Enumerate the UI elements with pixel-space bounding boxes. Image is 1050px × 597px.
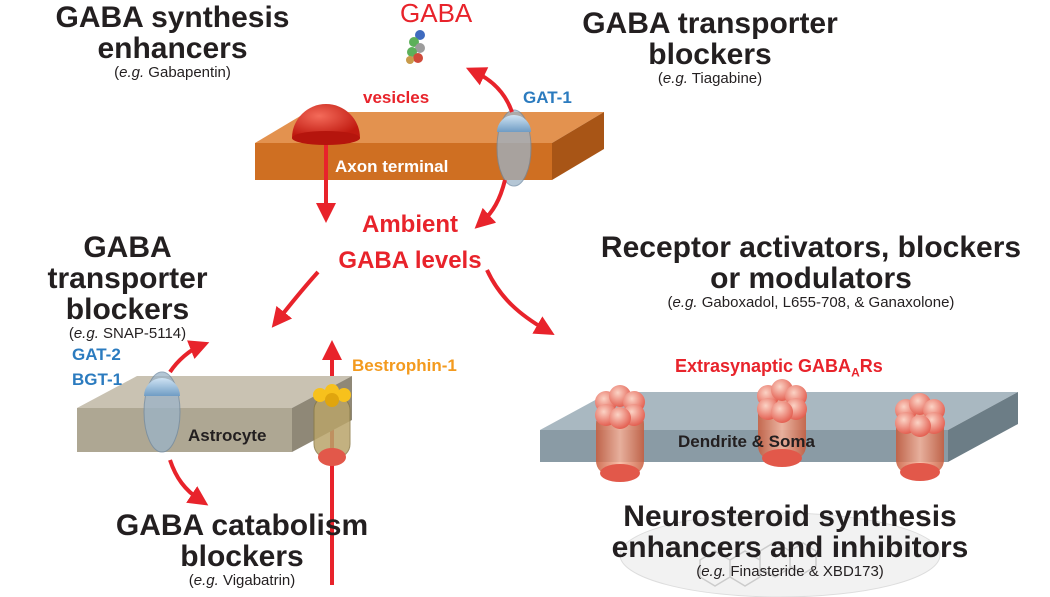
block-synthesis-enhancers: GABA synthesis enhancers (e.g. Gabapenti…: [55, 1, 290, 81]
ambient-gaba-label: Ambient GABA levels: [330, 207, 490, 279]
example-text: (e.g. Finasteride & XBD173): [696, 563, 884, 580]
example-text: (e.g. Vigabatrin): [188, 572, 296, 589]
ambient-line1: Ambient: [362, 211, 458, 238]
vesicle-shape: [292, 104, 360, 185]
receptor-cluster-1: [595, 385, 645, 482]
dendrite-soma-label: Dendrite & Soma: [678, 432, 815, 451]
block-receptor-modulators: Receptor activators, blockers or modulat…: [596, 232, 1026, 311]
example-text: (e.g. Tiagabine): [657, 70, 763, 87]
gat1-label: GAT-1: [523, 88, 572, 107]
block-neurosteroid-synthesis: Neurosteroid synthesis enhancers and inh…: [600, 501, 980, 580]
gat2-bgt1-labels: GAT-2 BGT-1: [72, 342, 122, 392]
vesicles-label: vesicles: [363, 88, 430, 107]
block-catabolism-blockers: GABA catabolism blockers (e.g. Vigabatri…: [112, 510, 372, 589]
example-text: (e.g. SNAP-5114): [68, 325, 187, 342]
extrasynaptic-label: Extrasynaptic GABAARs: [675, 356, 883, 380]
steroid-structure-watermark: [619, 512, 941, 597]
axon-terminal-label: Axon terminal: [335, 157, 449, 176]
block-transporter-blockers-top: GABA transporter blockers (e.g. Tiagabin…: [580, 8, 840, 87]
receptor-cluster-2: [757, 379, 807, 467]
gat1-transporter-shape: [496, 109, 532, 187]
gat2-label: GAT-2: [72, 345, 121, 364]
astrocyte-label: Astrocyte: [188, 426, 267, 445]
bgt1-label: BGT-1: [72, 370, 123, 389]
ambient-line2: GABA levels: [338, 247, 482, 274]
example-text: (e.g. Gaboxadol, L655-708, & Ganaxolone): [667, 294, 955, 311]
gaba-label: GABA: [400, 0, 473, 28]
receptor-cluster-3: [895, 393, 945, 481]
block-transporter-blockers-left: GABA transporter blockers (e.g. SNAP-511…: [0, 232, 255, 342]
bestrophin-label: Bestrophin-1: [352, 356, 457, 375]
gaba-molecule-icon: [406, 30, 425, 64]
bestrophin-channel-shape: [313, 384, 351, 466]
gat2-bgt1-transporter-shape: [143, 371, 181, 453]
example-text: (e.g. Gabapentin): [114, 64, 231, 81]
